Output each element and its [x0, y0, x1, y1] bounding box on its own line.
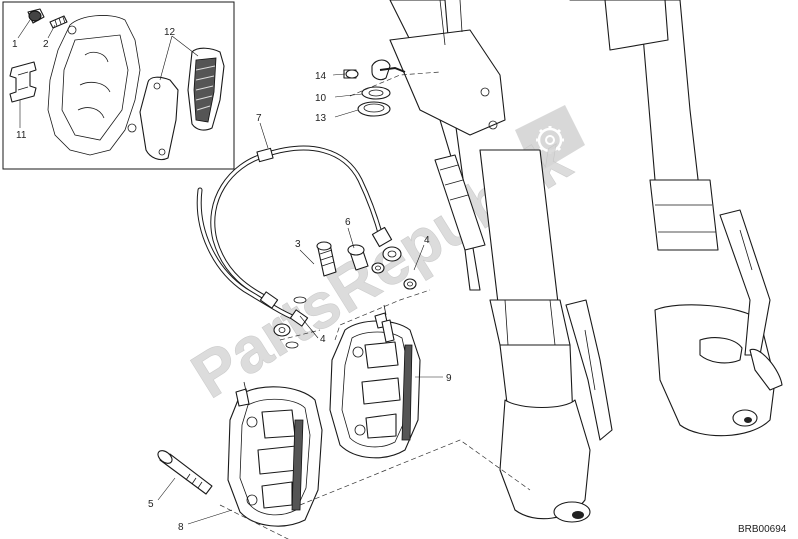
bleed-screw — [49, 15, 68, 29]
callout-8: 8 — [178, 522, 184, 533]
callout-labels: 1 2 11 12 14 10 13 7 3 6 4 4 9 5 8 — [12, 27, 452, 533]
callout-4a: 4 — [424, 235, 430, 246]
caliper-outline-inset — [47, 15, 141, 156]
callout-7: 7 — [256, 113, 262, 124]
callout-11: 11 — [16, 130, 27, 141]
caliper-mounting-bolt — [157, 450, 213, 495]
callout-4b: 4 — [320, 334, 326, 345]
brake-hose — [196, 145, 417, 349]
leader-lines — [17, 19, 443, 525]
hose-guide-parts — [343, 59, 406, 117]
callout-2: 2 — [43, 39, 49, 50]
callout-6: 6 — [345, 217, 351, 228]
brake-caliper-right — [329, 304, 421, 459]
front-fork — [389, 0, 783, 523]
brake-pad-friction — [187, 47, 225, 131]
callout-13: 13 — [315, 113, 327, 124]
callout-12: 12 — [164, 27, 176, 38]
assembly-dashed-lines — [219, 71, 531, 539]
brake-pad-backing — [139, 76, 179, 161]
inset-detail-box — [2, 1, 235, 170]
callout-10: 10 — [315, 93, 327, 104]
pad-spring — [9, 61, 37, 103]
brake-caliper-left — [227, 381, 323, 527]
callout-3: 3 — [295, 239, 301, 250]
bleed-cap — [27, 8, 45, 24]
callout-1: 1 — [12, 39, 18, 50]
callout-14: 14 — [315, 71, 327, 82]
callout-9: 9 — [446, 373, 452, 384]
drawing-code: BRB00694 — [738, 524, 787, 535]
callout-5: 5 — [148, 499, 154, 510]
